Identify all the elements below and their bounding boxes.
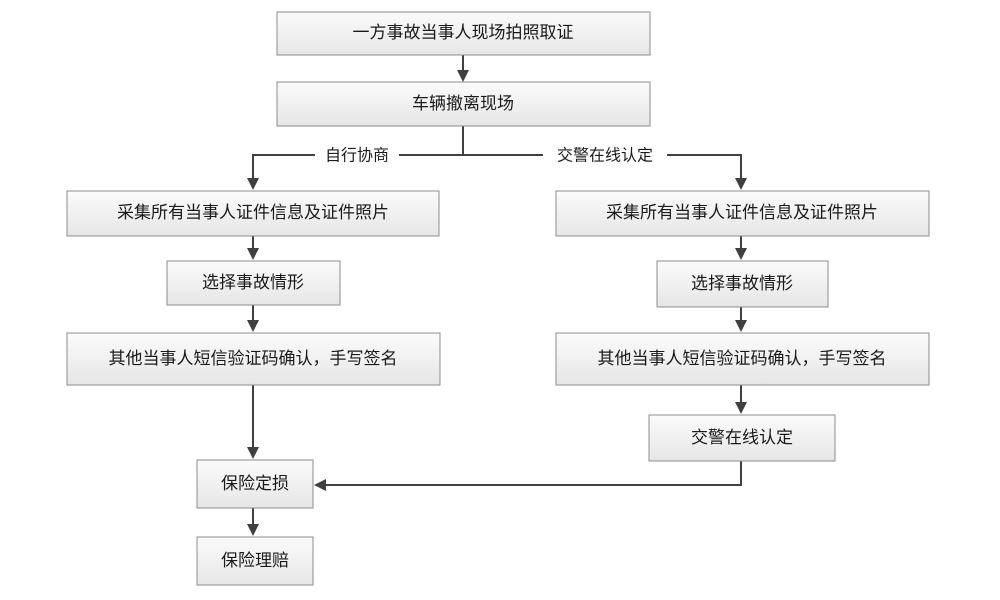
edge-police-to-assess <box>314 461 742 491</box>
node-photo-evidence-label: 一方事故当事人现场拍照取证 <box>353 23 574 43</box>
node-vehicle-evacuate-label: 车辆撤离现场 <box>412 94 514 114</box>
node-right-choose-case: 选择事故情形 <box>656 260 829 308</box>
node-left-sms-confirm-label: 其他当事人短信验证码确认，手写签名 <box>109 349 398 369</box>
node-left-collect-info-label: 采集所有当事人证件信息及证件照片 <box>117 203 389 223</box>
node-right-choose-case-label: 选择事故情形 <box>691 274 793 294</box>
edge-label-self-negotiate-text: 自行协商 <box>325 146 389 165</box>
node-left-collect-info: 采集所有当事人证件信息及证件照片 <box>66 190 440 237</box>
node-right-collect-info-label: 采集所有当事人证件信息及证件照片 <box>606 203 878 223</box>
node-left-choose-case-label: 选择事故情形 <box>202 273 304 293</box>
node-insurance-claim: 保险理赔 <box>196 536 314 586</box>
node-insurance-assess-label: 保险定损 <box>221 474 289 494</box>
node-insurance-claim-label: 保险理赔 <box>221 551 289 571</box>
edge-label-police-online: 交警在线认定 <box>543 144 667 166</box>
node-police-online-label: 交警在线认定 <box>691 428 793 448</box>
node-right-sms-confirm-label: 其他当事人短信验证码确认，手写签名 <box>598 349 887 369</box>
node-right-collect-info: 采集所有当事人证件信息及证件照片 <box>555 190 930 237</box>
node-insurance-assess: 保险定损 <box>196 459 314 509</box>
node-left-sms-confirm: 其他当事人短信验证码确认，手写签名 <box>66 332 441 386</box>
edge-label-self-negotiate: 自行协商 <box>315 144 399 166</box>
edge-label-police-online-text: 交警在线认定 <box>557 146 653 165</box>
node-police-online: 交警在线认定 <box>648 414 836 462</box>
node-vehicle-evacuate: 车辆撤离现场 <box>276 81 651 127</box>
node-right-sms-confirm: 其他当事人短信验证码确认，手写签名 <box>555 332 930 386</box>
node-photo-evidence: 一方事故当事人现场拍照取证 <box>276 11 651 56</box>
node-left-choose-case: 选择事故情形 <box>166 260 341 306</box>
